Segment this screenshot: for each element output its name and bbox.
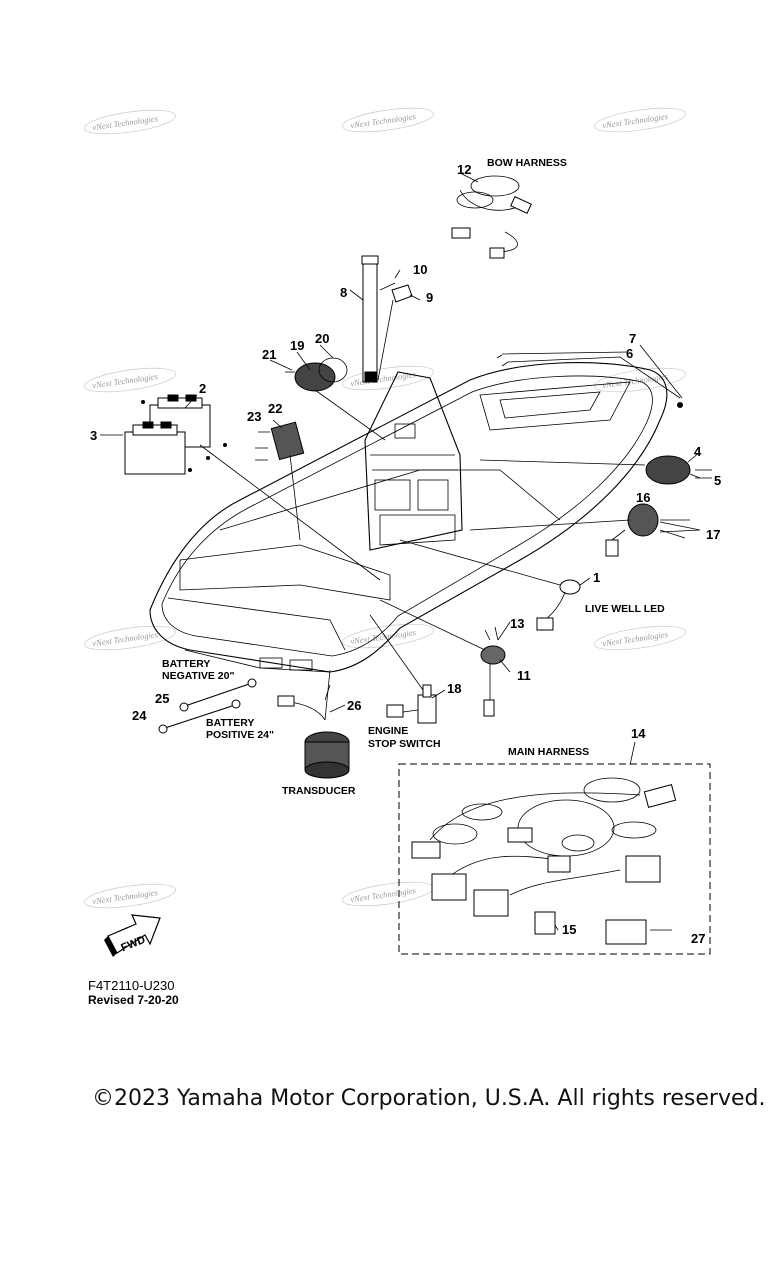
drawing-code-block: F4T2110-U230 Revised 7-20-20 — [88, 978, 179, 1007]
captions: BOW HARNESS LIVE WELL LED BATTERY NEGATI… — [162, 157, 665, 797]
caption-main-harness: MAIN HARNESS — [508, 746, 589, 758]
callout-3: 3 — [90, 428, 97, 443]
callout-18: 18 — [447, 681, 461, 696]
caption-transducer: TRANSDUCER — [282, 785, 356, 797]
boat-hull — [149, 362, 668, 673]
svg-text:vNext Technologies: vNext Technologies — [602, 111, 669, 130]
watermark: vNext Technologies — [342, 881, 434, 907]
callout-21: 21 — [262, 347, 276, 362]
svg-text:vNext Technologies: vNext Technologies — [92, 113, 159, 132]
watermark: vNext Technologies — [594, 107, 686, 133]
svg-text:vNext Technologies: vNext Technologies — [92, 629, 159, 648]
caption-battery-positive-2: POSITIVE 24" — [206, 729, 274, 741]
callout-8: 8 — [340, 285, 347, 300]
fwd-arrow-icon: FWD — [104, 914, 161, 957]
callout-1: 1 — [593, 570, 600, 585]
callout-20: 20 — [315, 331, 329, 346]
callout-4: 4 — [694, 444, 702, 459]
watermark: vNext Technologies — [342, 365, 434, 391]
callout-17: 17 — [706, 527, 720, 542]
callout-27: 27 — [691, 931, 705, 946]
caption-battery-positive-1: BATTERY — [206, 717, 254, 729]
watermark: vNext Technologies — [342, 107, 434, 133]
copyright-notice: ©2023 Yamaha Motor Corporation, U.S.A. A… — [92, 1086, 766, 1111]
callout-26: 26 — [347, 698, 361, 713]
callout-5: 5 — [714, 473, 721, 488]
callout-7: 7 — [629, 331, 636, 346]
callout-22: 22 — [268, 401, 282, 416]
watermark: vNext Technologies — [84, 109, 176, 135]
svg-text:vNext Technologies: vNext Technologies — [92, 371, 159, 390]
caption-live-well-led: LIVE WELL LED — [585, 603, 665, 615]
caption-engine-stop-2: STOP SWITCH — [368, 738, 441, 750]
svg-text:vNext Technologies: vNext Technologies — [350, 111, 417, 130]
drawing-code: F4T2110-U230 — [88, 978, 175, 993]
watermark: vNext Technologies — [84, 883, 176, 909]
callout-24: 24 — [132, 708, 147, 723]
caption-bow-harness: BOW HARNESS — [487, 157, 567, 169]
svg-text:vNext Technologies: vNext Technologies — [350, 627, 417, 646]
callout-14: 14 — [631, 726, 646, 741]
callout-6: 6 — [626, 346, 633, 361]
svg-text:vNext Technologies: vNext Technologies — [92, 887, 159, 906]
parts — [124, 175, 712, 779]
bow-harness-part — [451, 175, 532, 259]
svg-text:vNext Technologies: vNext Technologies — [350, 885, 417, 904]
callout-12: 12 — [457, 162, 471, 177]
callout-numbers: 1 2 3 4 5 6 7 8 9 10 11 12 13 14 15 16 1… — [90, 162, 721, 946]
callout-15: 15 — [562, 922, 576, 937]
main-harness-box — [398, 763, 711, 955]
caption-battery-negative-1: BATTERY — [162, 658, 210, 670]
callout-13: 13 — [510, 616, 524, 631]
watermark: vNext Technologies — [594, 367, 686, 393]
leader-lines — [100, 172, 701, 931]
callout-23: 23 — [247, 409, 261, 424]
svg-text:vNext Technologies: vNext Technologies — [602, 629, 669, 648]
watermark: vNext Technologies — [594, 625, 686, 651]
callout-16: 16 — [636, 490, 650, 505]
callout-2: 2 — [199, 381, 206, 396]
revision-label: Revised 7-20-20 — [88, 993, 179, 1007]
battery-part — [124, 421, 186, 475]
callout-11: 11 — [517, 668, 531, 683]
callout-10: 10 — [413, 262, 427, 277]
caption-engine-stop-1: ENGINE — [368, 725, 408, 737]
watermark: vNext Technologies — [342, 623, 434, 649]
watermark: vNext Technologies — [84, 367, 176, 393]
caption-battery-negative-2: NEGATIVE 20" — [162, 670, 234, 682]
callout-25: 25 — [155, 691, 169, 706]
callout-9: 9 — [426, 290, 433, 305]
watermarks: vNext Technologies vNext Technologies vN… — [84, 107, 686, 909]
svg-text:vNext Technologies: vNext Technologies — [350, 369, 417, 388]
callout-19: 19 — [290, 338, 304, 353]
